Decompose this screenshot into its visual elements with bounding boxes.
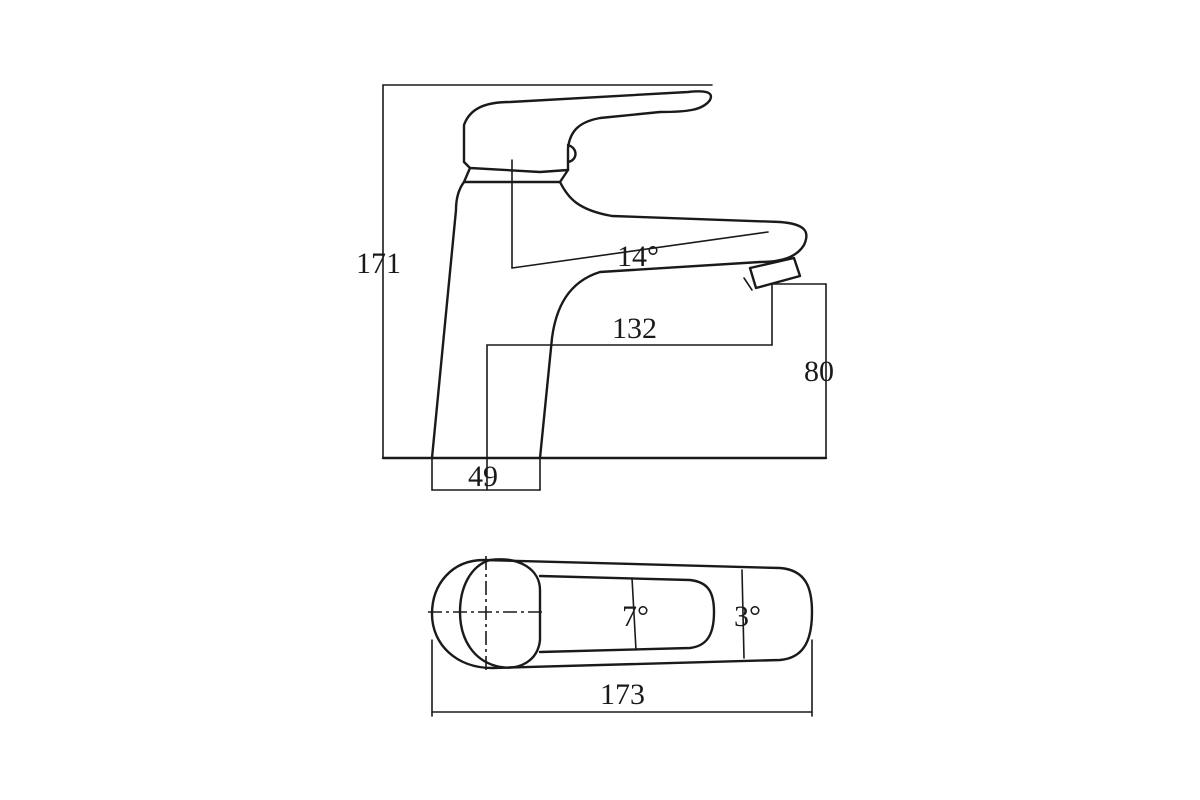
top-lever-outline [538, 574, 716, 654]
top-view: 7° 3° 173 [428, 556, 814, 717]
lever-handle [462, 90, 713, 174]
side-view: 171 14° 132 80 49 [356, 84, 834, 493]
label-handle-angle: 14° [617, 240, 659, 273]
top-handle-knob [458, 558, 542, 669]
aerator [748, 256, 802, 290]
label-spout-height: 80 [804, 355, 834, 388]
faucet-body [430, 180, 808, 460]
angle-reference-line [511, 231, 769, 269]
top-angle-line-right [741, 569, 745, 659]
lever-pivot [566, 143, 577, 164]
aerator-detail [743, 277, 753, 291]
label-angle-left: 7° [622, 600, 649, 633]
top-view-outline [430, 558, 814, 670]
label-total-length: 173 [600, 678, 645, 711]
label-total-height: 171 [356, 247, 401, 280]
top-angle-line-left [631, 577, 637, 651]
label-angle-right: 3° [734, 600, 761, 633]
label-base-diameter: 49 [468, 460, 498, 493]
label-spout-reach: 132 [612, 312, 657, 345]
